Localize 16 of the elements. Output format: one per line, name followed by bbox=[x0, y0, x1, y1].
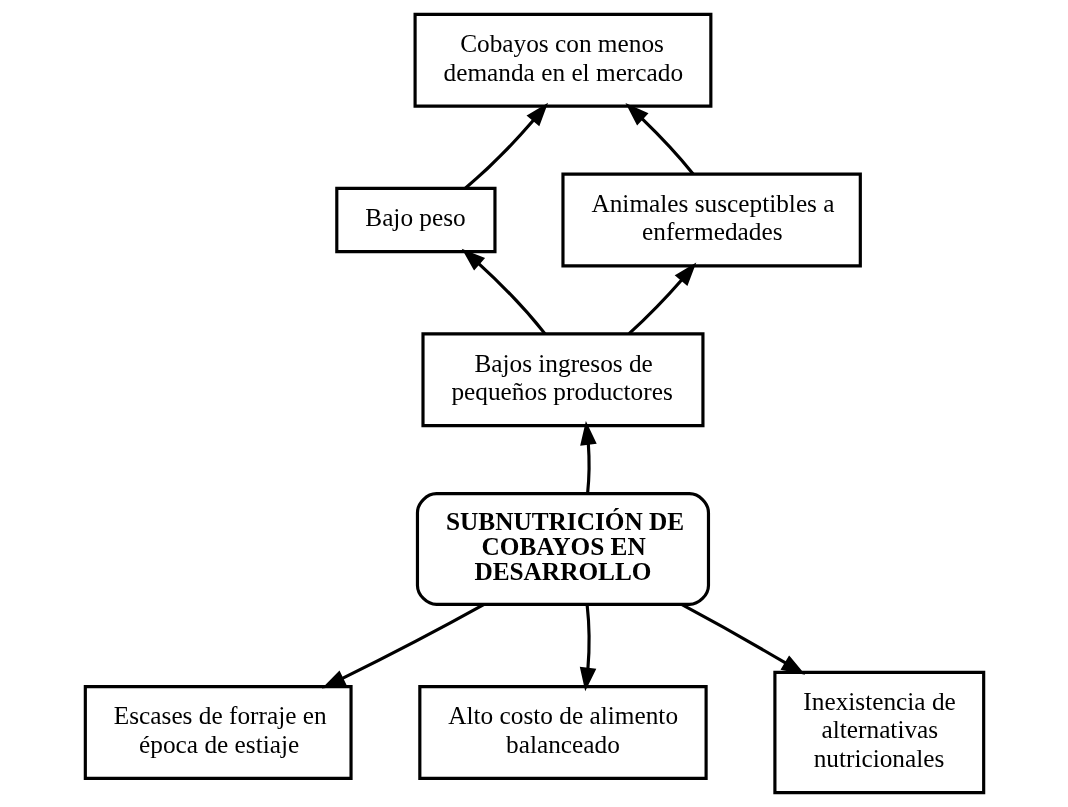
arrow bbox=[625, 103, 694, 175]
arrow bbox=[680, 603, 805, 675]
node-box: Cobayos con menos demanda en el mercado bbox=[413, 12, 712, 108]
arrow bbox=[321, 603, 485, 689]
node-box: Bajo peso bbox=[334, 186, 497, 254]
node-box: Bajos ingresos de pequeños productores bbox=[420, 332, 705, 428]
arrow bbox=[627, 262, 696, 335]
node-box: Alto costo de alimento balanceado bbox=[417, 685, 708, 780]
node-box: Animales susceptibles a enfermedades bbox=[560, 172, 862, 268]
node-box: Escases de forraje en época de estiaje bbox=[83, 685, 353, 780]
node-box: Inexistencia de alternativas nutricionales bbox=[772, 670, 985, 795]
arrow bbox=[461, 248, 546, 335]
arrow bbox=[463, 102, 548, 190]
arrow bbox=[579, 421, 597, 494]
node-box: SUBNUTRICIÓN DE COBAYOS EN DESARROLLO bbox=[415, 492, 710, 606]
arrow bbox=[579, 604, 596, 692]
